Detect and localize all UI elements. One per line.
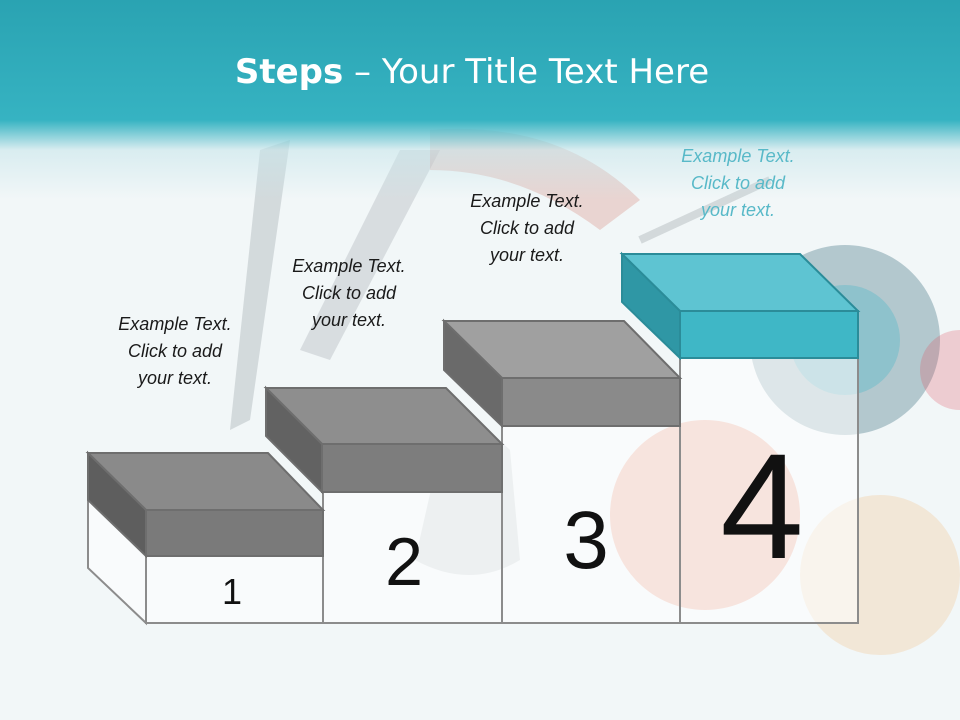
step-4-column — [679, 357, 859, 624]
step-1-line-2: Click to add — [127, 341, 223, 361]
scissors-decoration — [230, 140, 290, 430]
step-1-number: 1 — [222, 571, 242, 612]
step-2-line-3: your text. — [311, 310, 387, 330]
step-4-number: 4 — [720, 422, 803, 590]
step-1-block[interactable] — [85, 450, 326, 559]
step-3-line-2: Click to add — [479, 218, 575, 238]
step-4-line-1: Example Text. — [681, 146, 795, 166]
step-3-line-3: your text. — [489, 245, 565, 265]
slide-title[interactable]: Steps – Your Title Text Here — [0, 52, 944, 92]
button-decoration-red — [920, 330, 960, 410]
step-4-block[interactable] — [619, 251, 861, 361]
step-1-text[interactable]: Example Text. Click to add your text. — [85, 311, 265, 392]
step-4-line-2: Click to add — [690, 173, 786, 193]
step-2-line-1: Example Text. — [292, 256, 406, 276]
step-1-line-3: your text. — [137, 368, 213, 388]
title-bold: Steps — [234, 52, 344, 92]
step-4-line-3: your text. — [700, 200, 776, 220]
step-3-block[interactable] — [441, 318, 683, 429]
step-3-text[interactable]: Example Text. Click to add your text. — [437, 188, 617, 269]
step-2-text[interactable]: Example Text. Click to add your text. — [259, 253, 439, 334]
step-1-line-1: Example Text. — [118, 314, 232, 334]
step-4-text[interactable]: Example Text. Click to add your text. — [648, 143, 828, 224]
title-rest: – Your Title Text Here — [343, 52, 710, 92]
step-3-line-1: Example Text. — [470, 191, 584, 211]
step-3-number: 3 — [563, 495, 609, 586]
step-2-block[interactable] — [263, 385, 505, 495]
step-2-line-2: Click to add — [301, 283, 397, 303]
scissors-blade-decoration — [300, 150, 440, 360]
step-2-number: 2 — [385, 524, 423, 600]
header-band — [0, 0, 960, 200]
